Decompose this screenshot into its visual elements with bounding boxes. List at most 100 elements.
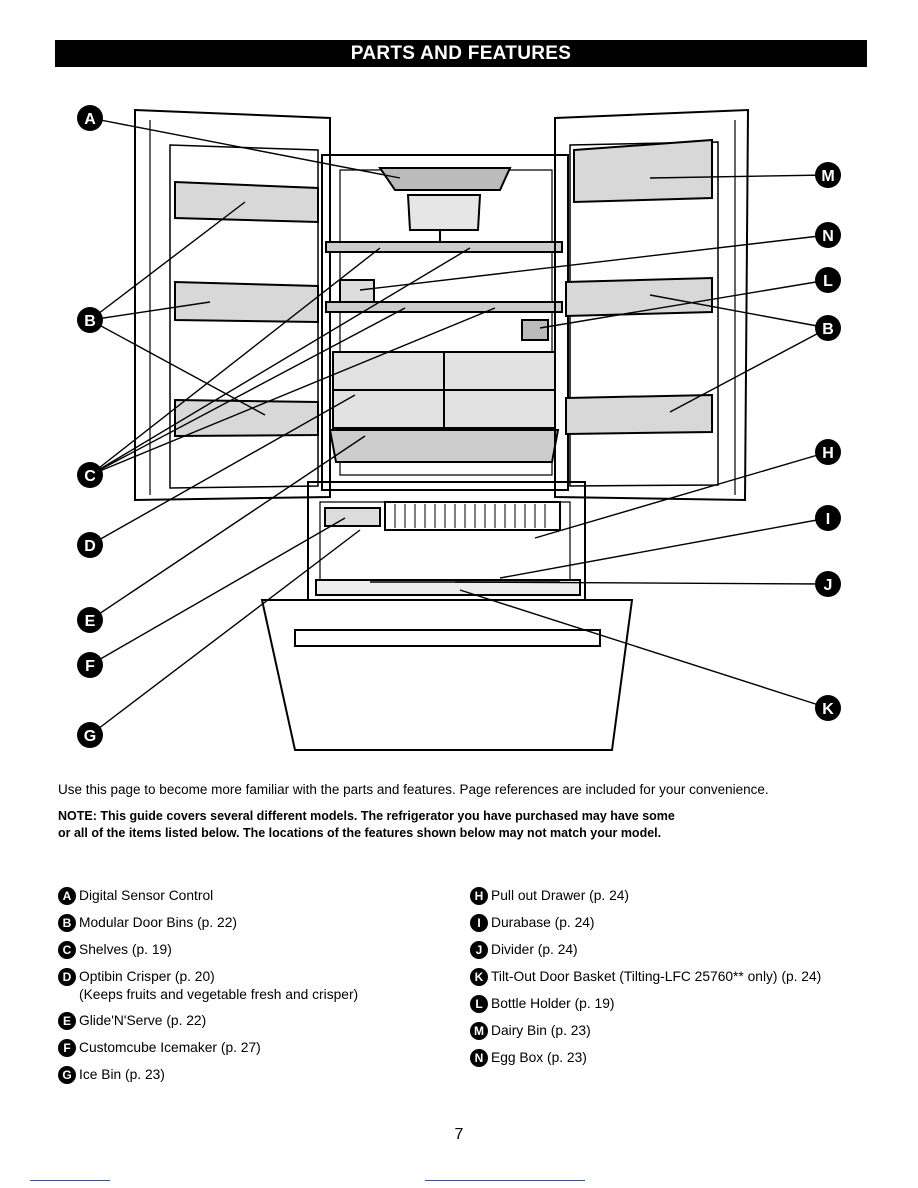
ice-bin	[324, 507, 381, 527]
letter-d-icon: D	[58, 968, 76, 986]
letter-j-icon: J	[470, 941, 488, 959]
part-item-h: H Pull out Drawer (p. 24)	[470, 887, 890, 906]
letter-f-icon: F	[58, 1039, 76, 1057]
letter-g-icon: G	[58, 1066, 76, 1084]
part-label: Tilt-Out Door Basket (Tilting-LFC 25760*…	[491, 969, 822, 984]
part-item-l: L Bottle Holder (p. 19)	[470, 995, 890, 1014]
pull-out-drawer	[260, 599, 634, 751]
parts-list-left: A Digital Sensor Control B Modular Door …	[58, 887, 438, 1093]
svg-text:M: M	[821, 168, 834, 185]
part-item-m: M Dairy Bin (p. 23)	[470, 1022, 890, 1041]
part-label: Digital Sensor Control	[79, 888, 214, 903]
part-label: Glide'N'Serve (p. 22)	[79, 1013, 207, 1028]
svg-text:K: K	[822, 701, 834, 718]
part-item-k: K Tilt-Out Door Basket (Tilting-LFC 2576…	[470, 968, 890, 987]
part-label: Pull out Drawer (p. 24)	[491, 888, 630, 903]
page-number: 7	[454, 1126, 464, 1143]
part-label: Ice Bin (p. 23)	[79, 1067, 165, 1082]
shelf-2	[325, 301, 563, 313]
part-item-f: F Customcube Icemaker (p. 27)	[58, 1039, 438, 1058]
left-door-bin-2	[174, 280, 319, 324]
part-label: Dairy Bin (p. 23)	[491, 1023, 591, 1038]
part-label: Divider (p. 24)	[491, 942, 578, 957]
letter-b-icon: B	[58, 914, 76, 932]
callout-h: H	[815, 439, 841, 465]
letter-k-icon: K	[470, 968, 488, 986]
part-label: Durabase (p. 24)	[491, 915, 595, 930]
callout-m: M	[815, 162, 841, 188]
icemaker	[384, 501, 561, 531]
refrigerator-diagram: A B C D E F G M N L B H I J K	[77, 105, 841, 751]
callout-i: I	[815, 505, 841, 531]
page-title-bar: PARTS AND FEATURES	[55, 40, 867, 67]
water-dispenser	[406, 194, 482, 231]
part-item-b: B Modular Door Bins (p. 22)	[58, 914, 438, 933]
letter-i-icon: I	[470, 914, 488, 932]
svg-text:L: L	[823, 273, 833, 290]
drawer-handle	[294, 629, 601, 647]
callout-g: G	[77, 722, 103, 748]
svg-text:H: H	[822, 445, 834, 462]
letter-a-icon: A	[58, 887, 76, 905]
svg-text:D: D	[84, 538, 96, 555]
glide-n-serve	[328, 429, 560, 463]
part-item-c: C Shelves (p. 19)	[58, 941, 438, 960]
part-label: Egg Box (p. 23)	[491, 1050, 587, 1065]
part-label: Customcube Icemaker (p. 27)	[79, 1040, 261, 1055]
left-door	[134, 108, 331, 502]
egg-box	[339, 279, 375, 303]
svg-text:B: B	[822, 321, 834, 338]
dairy-bin	[573, 138, 713, 204]
svg-text:G: G	[84, 728, 96, 745]
right-door-bin-1	[565, 276, 713, 318]
intro-text: Use this page to become more familiar wi…	[58, 782, 769, 797]
svg-text:I: I	[826, 511, 830, 528]
right-door	[554, 108, 750, 502]
digital-control-panel	[378, 167, 512, 191]
svg-text:C: C	[84, 468, 96, 485]
part-sublabel: (Keeps fruits and vegetable fresh and cr…	[79, 987, 359, 1002]
fridge-cabinet	[321, 154, 569, 491]
note-text: NOTE: This guide covers several differen…	[58, 808, 878, 842]
part-item-g: G Ice Bin (p. 23)	[58, 1066, 438, 1085]
part-label: Shelves (p. 19)	[79, 942, 172, 957]
part-item-d: D Optibin Crisper (p. 20) (Keeps fruits …	[58, 968, 438, 1004]
letter-h-icon: H	[470, 887, 488, 905]
callout-b-left: B	[77, 307, 103, 333]
svg-text:A: A	[84, 111, 96, 128]
bottle-holder	[521, 319, 549, 341]
part-label: Bottle Holder (p. 19)	[491, 996, 615, 1011]
page-title: PARTS AND FEATURES	[350, 43, 572, 64]
callout-f: F	[77, 652, 103, 678]
svg-text:B: B	[84, 313, 96, 330]
shelf-1	[325, 241, 563, 253]
callout-l: L	[815, 267, 841, 293]
svg-text:J: J	[824, 577, 833, 594]
callout-e: E	[77, 607, 103, 633]
callout-k: K	[815, 695, 841, 721]
svg-text:N: N	[822, 228, 834, 245]
callout-d: D	[77, 532, 103, 558]
callout-b-right: B	[815, 315, 841, 341]
part-item-i: I Durabase (p. 24)	[470, 914, 890, 933]
part-item-n: N Egg Box (p. 23)	[470, 1049, 890, 1068]
parts-list-right: H Pull out Drawer (p. 24) I Durabase (p.…	[470, 887, 890, 1076]
letter-m-icon: M	[470, 1022, 488, 1040]
footer-link-right[interactable]	[425, 1180, 585, 1181]
letter-e-icon: E	[58, 1012, 76, 1030]
part-label: Optibin Crisper (p. 20)	[79, 969, 215, 984]
part-label: Modular Door Bins (p. 22)	[79, 915, 237, 930]
letter-c-icon: C	[58, 941, 76, 959]
note-line-1: NOTE: This guide covers several differen…	[58, 809, 675, 823]
part-item-j: J Divider (p. 24)	[470, 941, 890, 960]
right-door-bin-2	[565, 393, 713, 436]
note-line-2: or all of the items listed below. The lo…	[58, 826, 662, 840]
svg-text:F: F	[85, 658, 95, 675]
callout-c: C	[77, 462, 103, 488]
durabase	[315, 579, 581, 596]
letter-l-icon: L	[470, 995, 488, 1013]
letter-n-icon: N	[470, 1049, 488, 1067]
part-item-e: E Glide'N'Serve (p. 22)	[58, 1012, 438, 1031]
footer-link-left[interactable]	[30, 1180, 110, 1181]
svg-text:E: E	[85, 613, 96, 630]
